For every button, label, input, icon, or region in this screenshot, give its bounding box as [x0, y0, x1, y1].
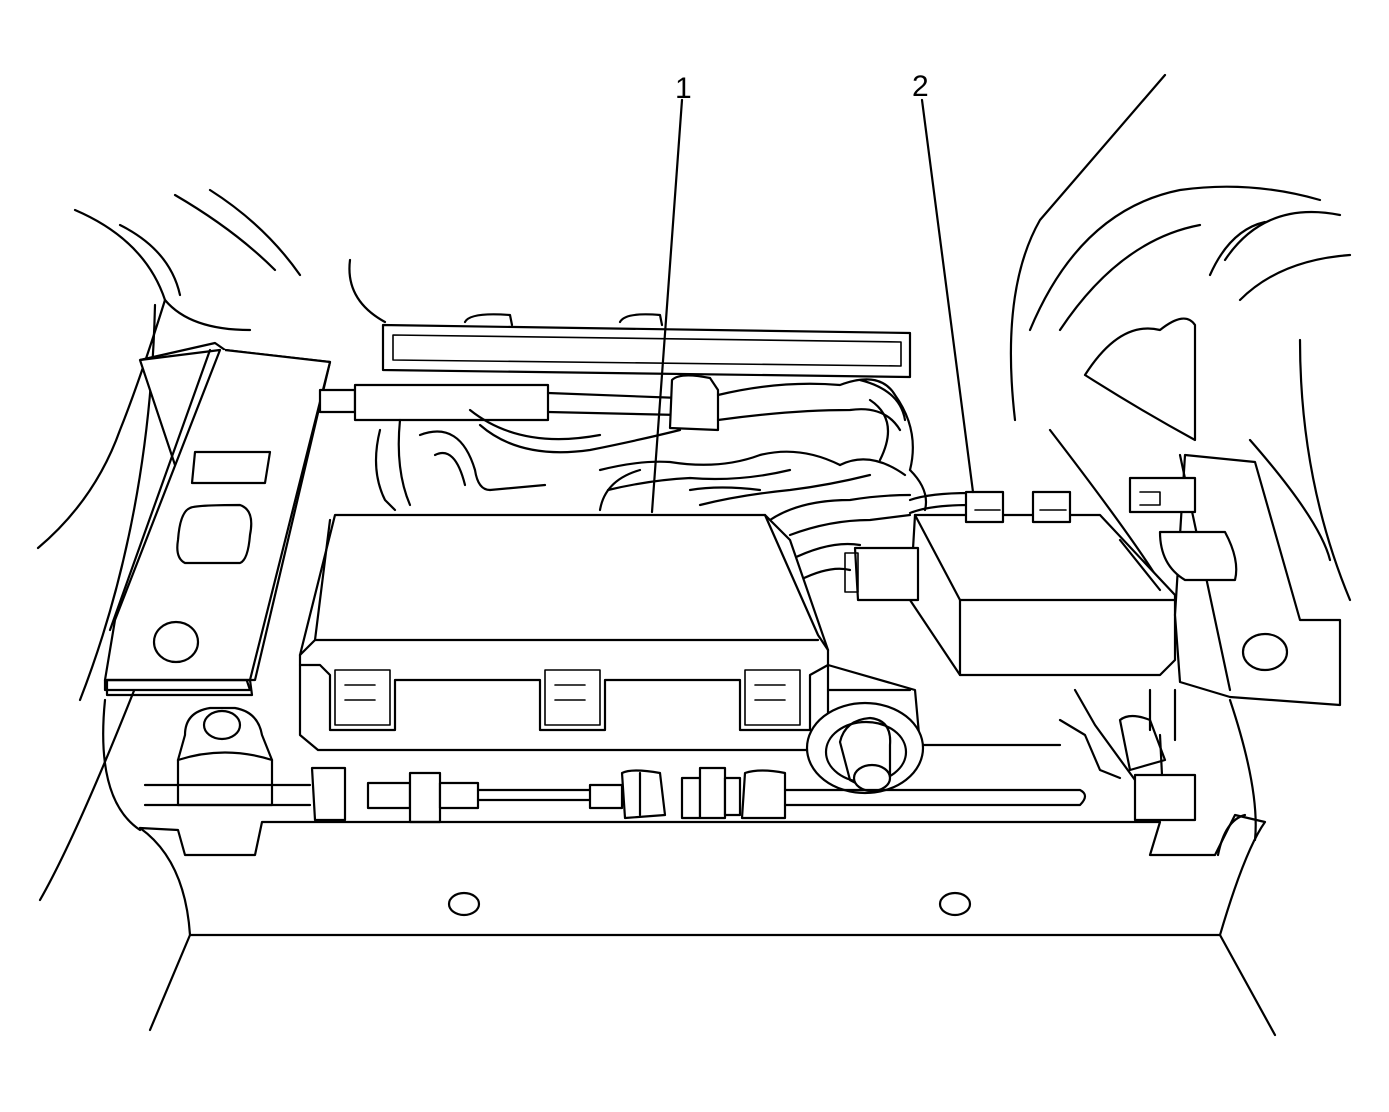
left-bracket: [103, 341, 332, 697]
callout-label-2: 2: [912, 70, 929, 103]
front-panel: [138, 813, 1277, 1037]
callout-label-1: 1: [675, 72, 692, 105]
module-small[interactable]: [844, 490, 1177, 677]
lower-crossmember: [826, 663, 1197, 822]
right-fender: [1009, 73, 1352, 842]
bottom-rail: [143, 766, 1087, 824]
rear-bar: [381, 313, 912, 379]
right-round-mount: [805, 701, 925, 795]
left-motor-mount: [176, 706, 274, 807]
module-large[interactable]: [298, 513, 830, 752]
hose-and-harness: [318, 374, 972, 582]
right-bracket: [1118, 453, 1342, 707]
callout-leaders: [650, 98, 975, 514]
